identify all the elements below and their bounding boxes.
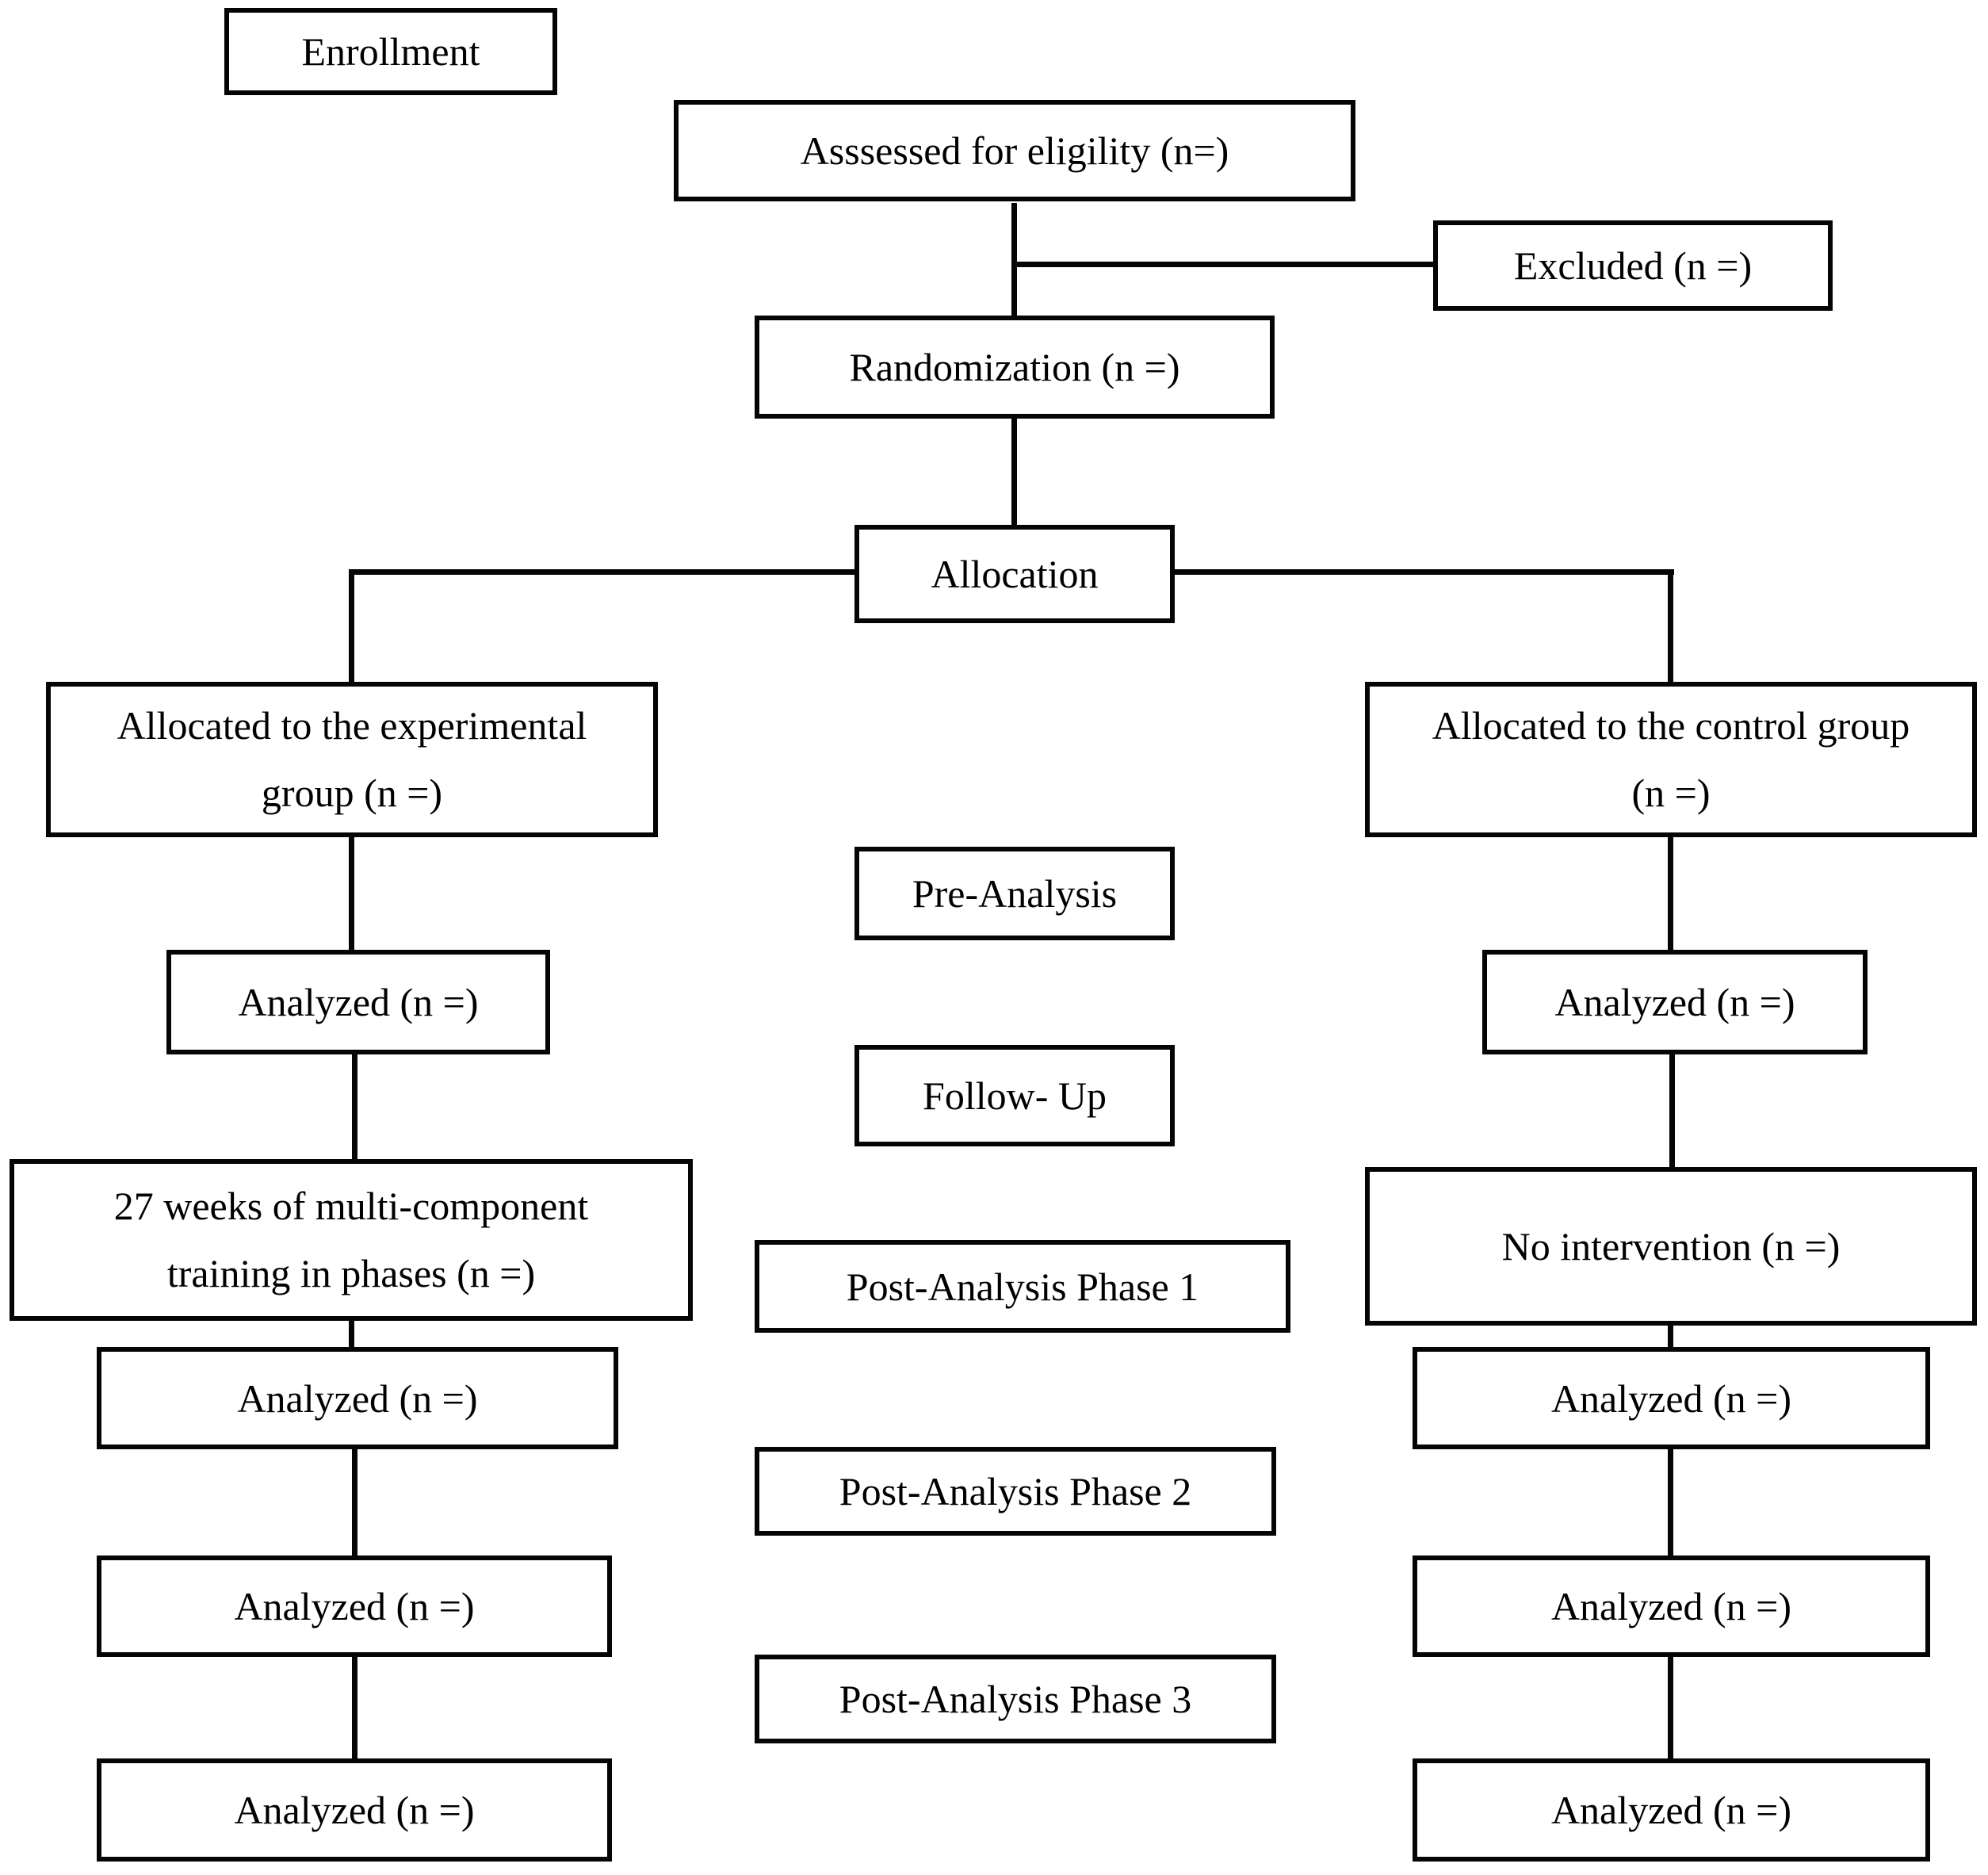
allocation-label: Allocation — [931, 552, 1099, 596]
experimental-analyzed-4-label: Analyzed (n =) — [234, 1788, 475, 1832]
connector-branch-to-excluded — [1011, 262, 1433, 267]
connector-ctrl-intervention-to-analyzed2 — [1668, 1326, 1673, 1347]
control-analyzed-4-label: Analyzed (n =) — [1550, 1788, 1792, 1832]
connector-allocation-right-vertical — [1668, 569, 1673, 682]
follow-up-label: Follow- Up — [923, 1073, 1107, 1118]
pre-analysis-label: Pre-Analysis — [912, 871, 1118, 916]
follow-up-box: Follow- Up — [854, 1045, 1175, 1146]
connector-allocation-left-horizontal — [349, 569, 854, 575]
connector-ctrl-analyzed1-to-intervention — [1669, 1054, 1675, 1167]
pre-analysis-box: Pre-Analysis — [854, 847, 1175, 940]
randomization-box: Randomization (n =) — [755, 316, 1275, 419]
assessed-for-eligibility-label: Asssessed for eligility (n=) — [800, 128, 1229, 173]
post-analysis-phase-1-box: Post-Analysis Phase 1 — [755, 1240, 1290, 1333]
connector-allocation-left-vertical — [349, 569, 354, 682]
control-analyzed-1-label: Analyzed (n =) — [1554, 980, 1795, 1024]
allocated-experimental-box: Allocated to the experimental group (n =… — [46, 682, 658, 837]
allocated-control-label: Allocated to the control group (n =) — [1432, 703, 1910, 815]
control-analyzed-2-box: Analyzed (n =) — [1413, 1347, 1930, 1449]
experimental-analyzed-1-box: Analyzed (n =) — [166, 950, 550, 1054]
experimental-analyzed-2-box: Analyzed (n =) — [97, 1347, 618, 1449]
control-analyzed-2-label: Analyzed (n =) — [1550, 1376, 1792, 1421]
connector-exp-intervention-to-analyzed2 — [349, 1321, 354, 1347]
post-analysis-phase-2-label: Post-Analysis Phase 2 — [839, 1469, 1192, 1513]
post-analysis-phase-3-label: Post-Analysis Phase 3 — [839, 1677, 1192, 1721]
post-analysis-phase-1-label: Post-Analysis Phase 1 — [846, 1264, 1199, 1309]
control-analyzed-3-box: Analyzed (n =) — [1413, 1555, 1930, 1657]
excluded-box: Excluded (n =) — [1433, 220, 1833, 311]
post-analysis-phase-2-box: Post-Analysis Phase 2 — [755, 1447, 1276, 1536]
randomization-label: Randomization (n =) — [849, 345, 1180, 389]
experimental-intervention-label: 27 weeks of multi-component training in … — [113, 1184, 589, 1295]
connector-allocation-right-horizontal — [1175, 569, 1674, 575]
experimental-analyzed-4-box: Analyzed (n =) — [97, 1758, 612, 1862]
connector-assessed-to-randomization — [1011, 203, 1017, 316]
allocated-experimental-label: Allocated to the experimental group (n =… — [117, 703, 587, 815]
control-analyzed-4-box: Analyzed (n =) — [1413, 1758, 1930, 1862]
control-intervention-label: No intervention (n =) — [1501, 1224, 1841, 1268]
connector-exp-allocated-to-analyzed1 — [349, 837, 354, 950]
enrollment-box: Enrollment — [224, 8, 557, 95]
connector-ctrl-analyzed2-to-analyzed3 — [1668, 1449, 1673, 1555]
experimental-intervention-box: 27 weeks of multi-component training in … — [10, 1159, 693, 1321]
post-analysis-phase-3-box: Post-Analysis Phase 3 — [755, 1655, 1276, 1743]
connector-exp-analyzed1-to-intervention — [352, 1054, 357, 1159]
experimental-analyzed-1-label: Analyzed (n =) — [238, 980, 479, 1024]
control-analyzed-1-box: Analyzed (n =) — [1482, 950, 1868, 1054]
experimental-analyzed-2-label: Analyzed (n =) — [237, 1376, 478, 1421]
experimental-analyzed-3-label: Analyzed (n =) — [234, 1584, 475, 1628]
control-intervention-box: No intervention (n =) — [1365, 1167, 1977, 1326]
connector-ctrl-analyzed3-to-analyzed4 — [1668, 1657, 1673, 1758]
control-analyzed-3-label: Analyzed (n =) — [1550, 1584, 1792, 1628]
connector-exp-analyzed3-to-analyzed4 — [352, 1657, 357, 1758]
allocation-box: Allocation — [854, 525, 1175, 623]
connector-exp-analyzed2-to-analyzed3 — [352, 1449, 357, 1555]
allocated-control-box: Allocated to the control group (n =) — [1365, 682, 1977, 837]
experimental-analyzed-3-box: Analyzed (n =) — [97, 1555, 612, 1657]
connector-ctrl-allocated-to-analyzed1 — [1668, 837, 1673, 950]
assessed-for-eligibility-box: Asssessed for eligility (n=) — [674, 100, 1355, 201]
connector-randomization-to-allocation — [1011, 419, 1017, 525]
excluded-label: Excluded (n =) — [1513, 243, 1753, 288]
enrollment-label: Enrollment — [301, 29, 480, 74]
